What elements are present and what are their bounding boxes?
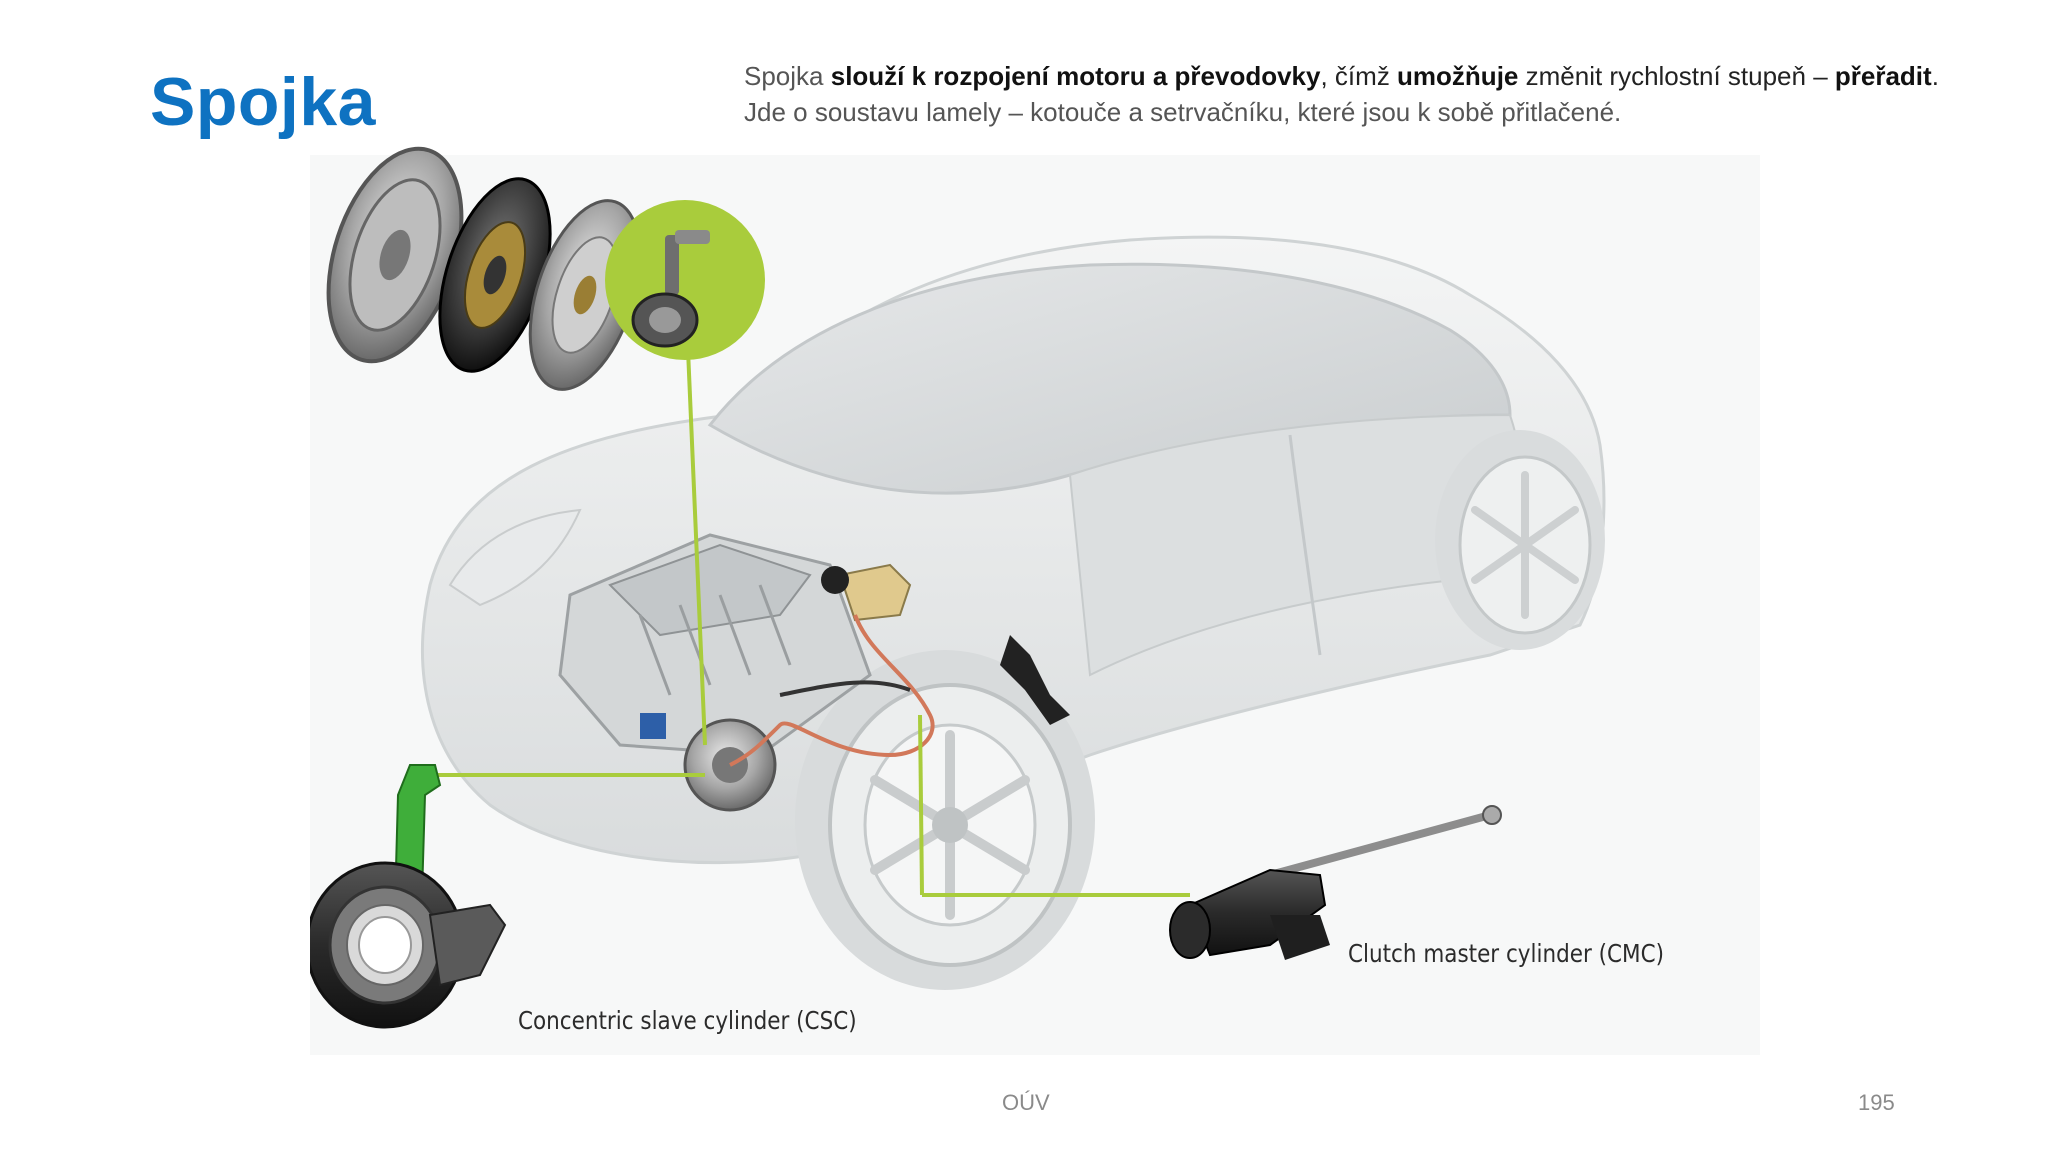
brake-fluid-reservoir <box>838 563 912 622</box>
intro-line-1-part: umožňuje <box>1397 61 1519 91</box>
cable <box>779 680 911 697</box>
footer-text: OÚV <box>1002 1090 1050 1115</box>
intro-line-1-part: změnit rychlostní stupeň – <box>1518 61 1835 91</box>
slide-title: Spojka <box>150 64 376 140</box>
clutch-master-cylinder <box>1169 805 1502 960</box>
front-wheel <box>828 683 1072 967</box>
intro-line-1-part: , čímž <box>1320 61 1398 91</box>
clutch-disc <box>438 177 552 373</box>
release-bearing <box>631 230 710 348</box>
clutch-system-illustration <box>310 146 1760 1055</box>
rear-wheel <box>1435 430 1605 650</box>
intro-line-1-part: . <box>1931 61 1939 91</box>
intro-line-1-part: přeřadit <box>1834 61 1932 91</box>
pedal-bracket <box>1000 635 1070 725</box>
intro-line-1-part: slouží k rozpojení motoru a převodovky <box>830 61 1321 91</box>
engine-blue-part <box>640 713 666 739</box>
engine <box>558 533 912 812</box>
intro-text: Spojka slouží k rozpojení motoru a převo… <box>744 58 1994 130</box>
hydraulic-line <box>729 614 935 767</box>
label-concentric-slave-cylinder: Concentric slave cylinder (CSC) <box>518 1006 857 1035</box>
intro-line-2: Jde o soustavu lamely – kotouče a setrva… <box>744 97 1622 127</box>
clutch-components-exploded <box>326 146 765 391</box>
intro-line-1-part: Spojka <box>744 61 831 91</box>
label-clutch-master-cylinder: Clutch master cylinder (CMC) <box>1348 939 1664 968</box>
intro-line-1: Spojka slouží k rozpojení motoru a převo… <box>744 58 1994 94</box>
page-number: 195 <box>1858 1090 1895 1115</box>
concentric-slave-cylinder <box>310 764 507 1029</box>
